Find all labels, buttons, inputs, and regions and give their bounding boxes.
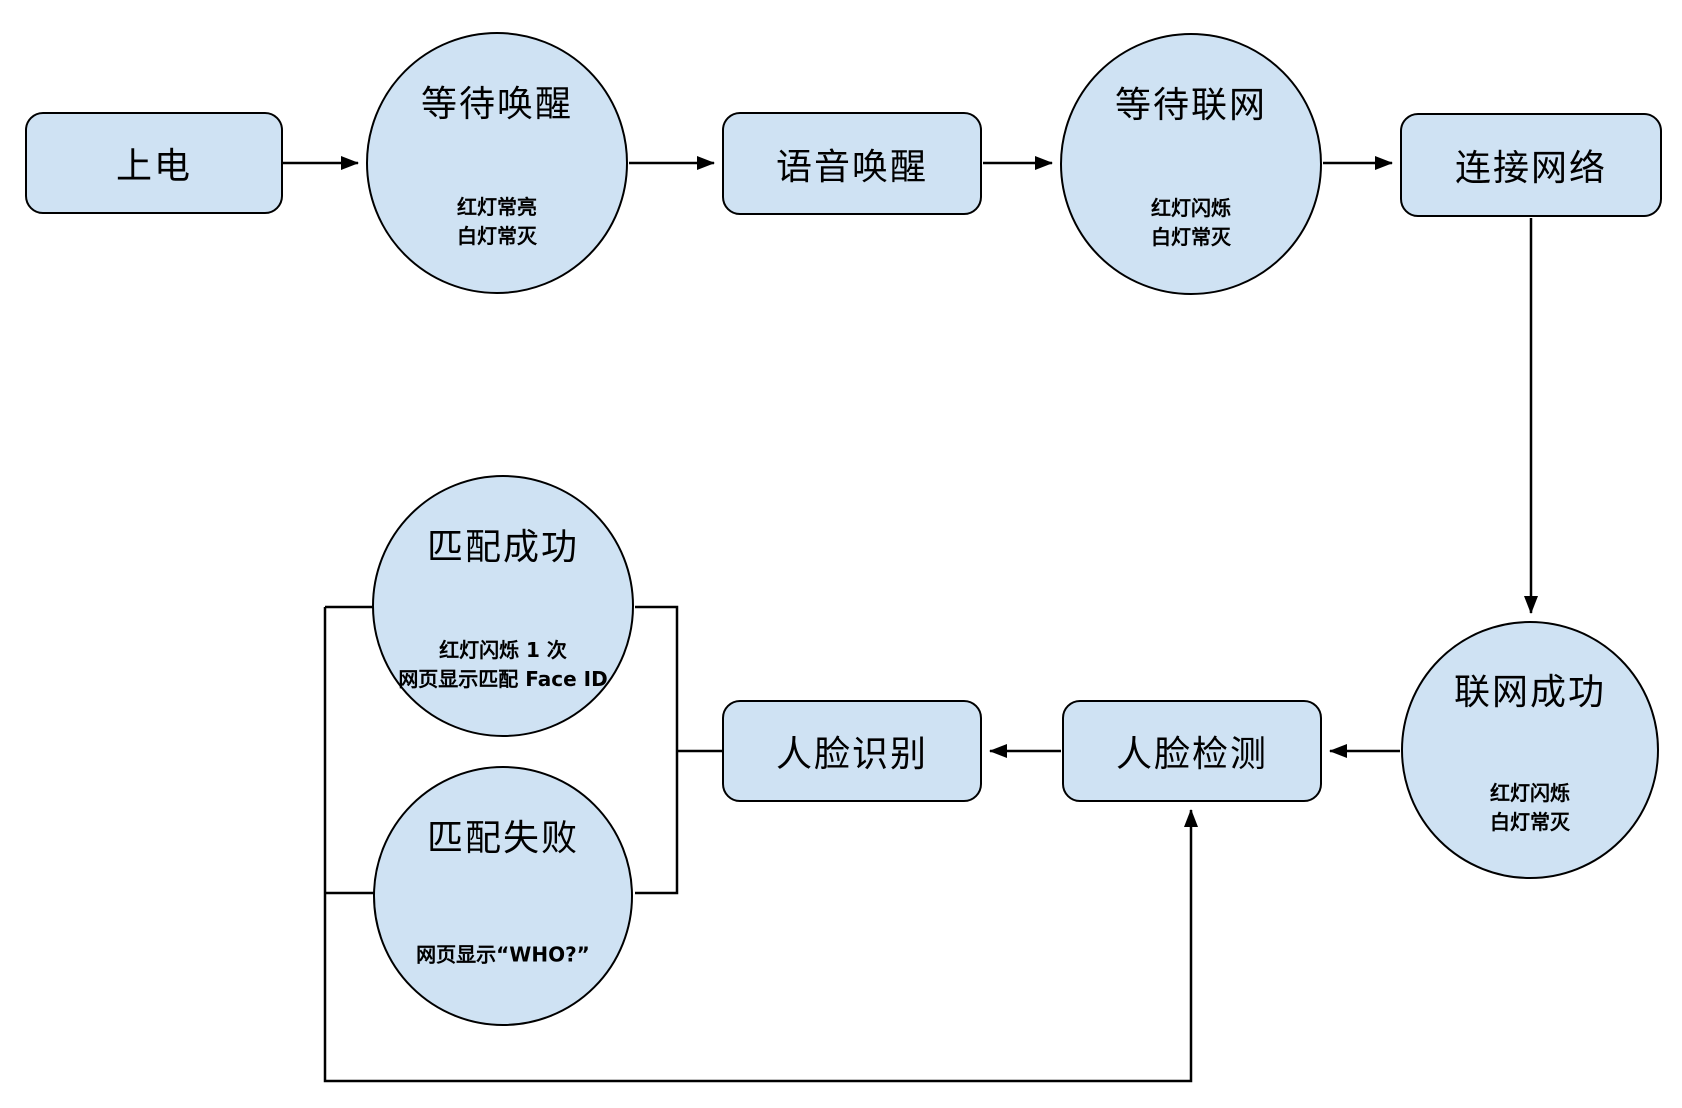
node-wait-net-note: 红灯闪烁 白灯常灭 (1151, 196, 1231, 250)
node-wait-net-title: 等待联网 (1114, 85, 1268, 127)
node-wait-net: 等待联网 红灯闪烁 白灯常灭 (1060, 33, 1322, 295)
node-match-fail: 匹配失败 网页显示“WHO?” (373, 766, 633, 1026)
node-voice-wake: 语音唤醒 (722, 112, 982, 215)
node-net-success: 联网成功 红灯闪烁 白灯常灭 (1401, 621, 1659, 879)
node-connect-net-label: 连接网络 (1454, 148, 1607, 189)
node-net-success-title: 联网成功 (1453, 672, 1607, 714)
node-connect-net: 连接网络 (1400, 113, 1662, 217)
node-face-recog: 人脸识别 (722, 700, 982, 802)
node-match-ok-title: 匹配成功 (426, 527, 580, 569)
node-match-fail-title: 匹配失败 (426, 817, 580, 859)
node-face-detect-label: 人脸检测 (1115, 734, 1268, 775)
node-power-on-label: 上电 (115, 146, 192, 187)
node-match-fail-note: 网页显示“WHO?” (416, 942, 590, 967)
node-voice-wake-label: 语音唤醒 (775, 146, 928, 188)
node-wait-wake-title: 等待唤醒 (420, 84, 574, 126)
node-match-ok: 匹配成功 红灯闪烁 1 次 网页显示匹配 Face ID (372, 475, 634, 737)
bracket-match-results-to-face-recog (635, 605, 679, 895)
node-wait-wake-note: 红灯常亮 白灯常灭 (457, 195, 537, 249)
node-net-success-note: 红灯闪烁 白灯常灭 (1490, 781, 1570, 835)
node-face-detect: 人脸检测 (1062, 700, 1322, 802)
node-wait-wake: 等待唤醒 红灯常亮 白灯常灭 (366, 32, 628, 294)
node-power-on: 上电 (25, 112, 283, 214)
node-match-ok-note: 红灯闪烁 1 次 网页显示匹配 Face ID (398, 638, 608, 692)
node-face-recog-label: 人脸识别 (775, 734, 928, 775)
